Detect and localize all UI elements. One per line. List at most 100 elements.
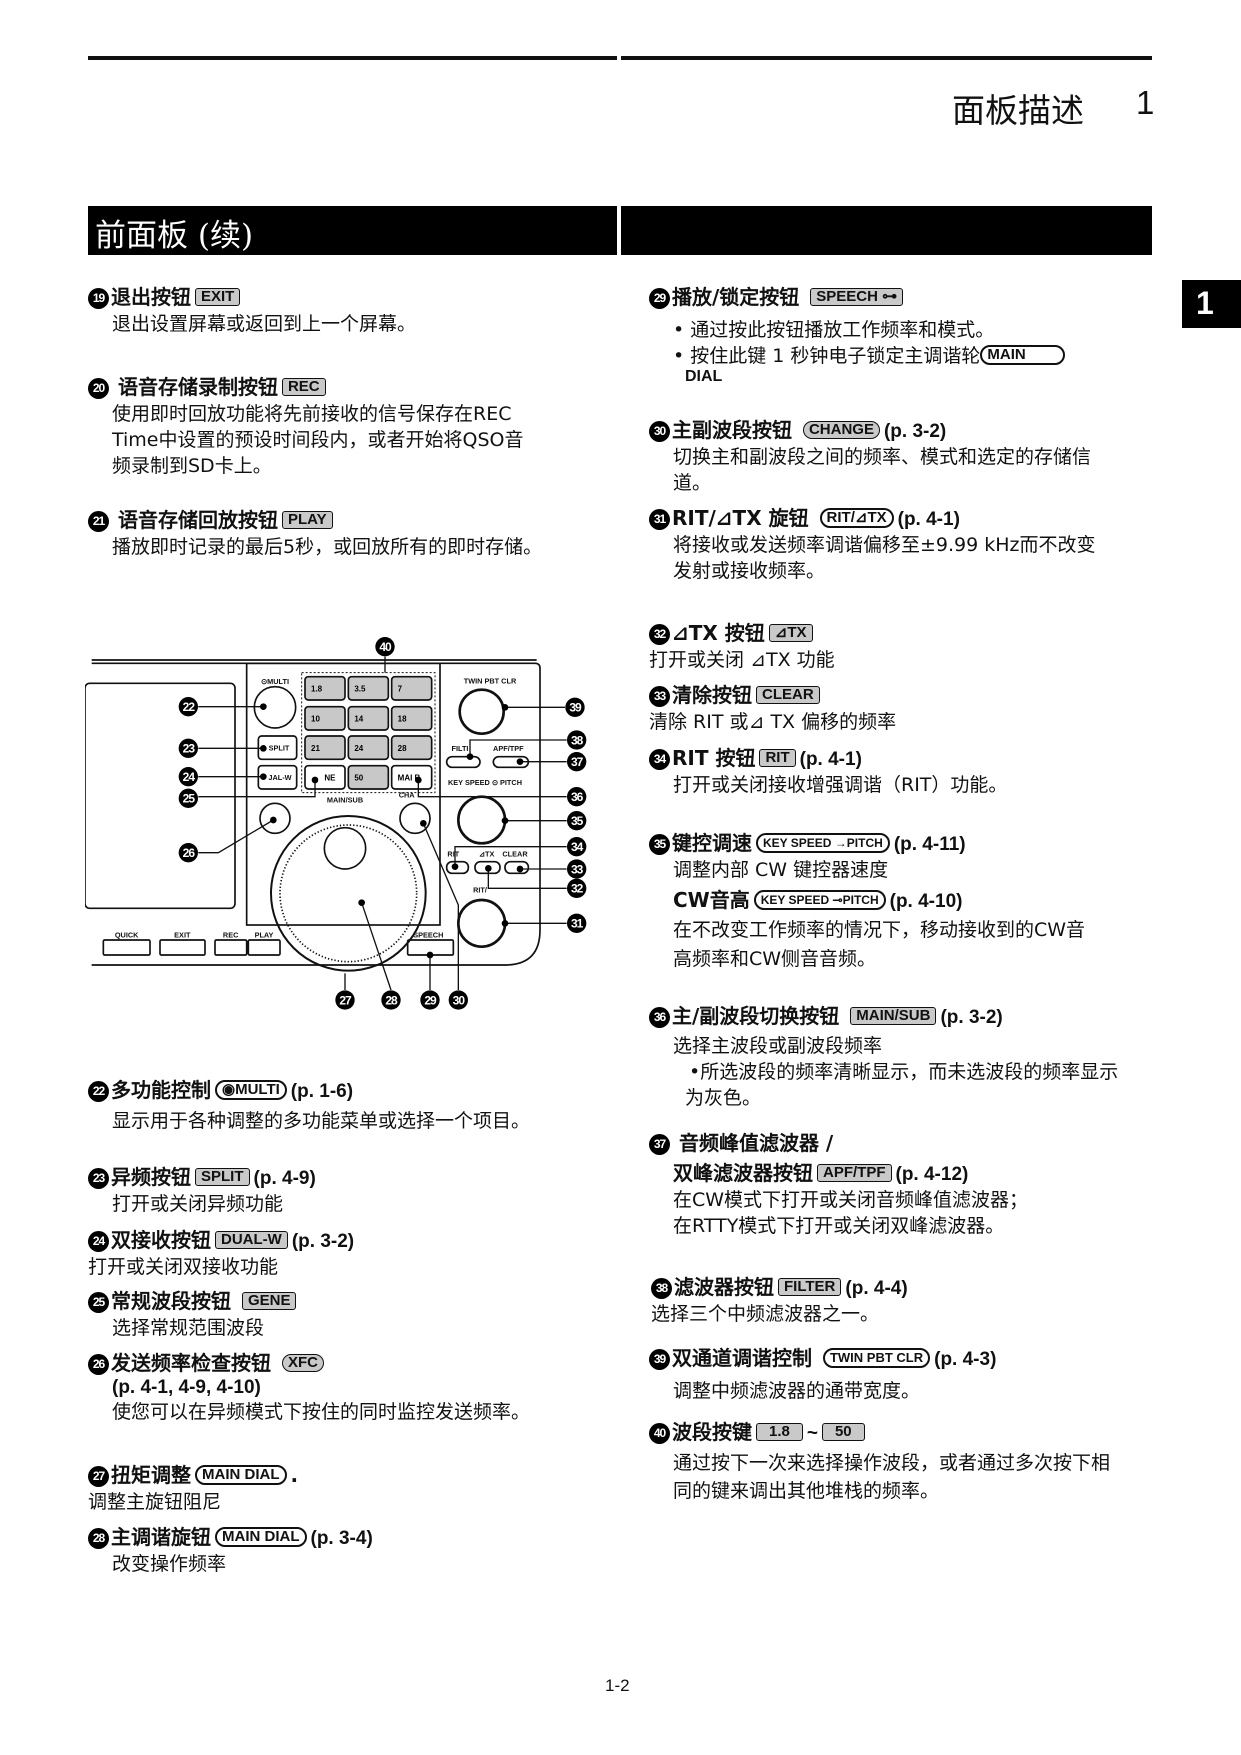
page-ref: (p. 4-12) [895,1164,969,1185]
chapter-tab[interactable]: 1 [1182,280,1241,328]
item-desc: 调整内部 CW 键控器速度 [673,859,889,881]
callout-23-circle [178,738,198,758]
label-rit-dtx: RIT/ [473,886,487,895]
item-title: 键控调速 [672,831,752,855]
top-rule-left [88,56,617,60]
band-key-label: 14 [354,715,363,724]
suffix: . [290,1463,299,1487]
number-badge: 32 [649,624,670,645]
number-badge: 40 [649,1423,670,1444]
item-title: 语音存储回放按钮 [117,508,278,532]
leader-dot [485,865,492,872]
band-key-shape [347,675,390,701]
split-key: SPLIT [195,1168,250,1186]
band-key: 18 [390,705,433,731]
leader-dot [415,776,422,784]
band-key-shape [390,675,433,701]
callout-34-number: 34 [571,840,584,854]
item-title: 主副波段按钮 [672,418,792,442]
chapter-number: 1 [1136,84,1155,121]
leader-line [454,846,567,867]
label-quick: QUICK [115,930,139,939]
band-key: 50 [347,764,390,790]
leader-dot [501,704,509,711]
callout-26-number: 26 [183,846,196,860]
bullet-text: •所选波段的频率清晰显示，而未选波段的频率显示 [689,1061,1119,1083]
callout-36-circle [567,787,587,807]
band-key: NE [304,764,346,790]
item-desc: 清除 RIT 或⊿ TX 偏移的频率 [649,711,897,733]
leader-dot [358,899,365,906]
band-key: MAI B [390,764,433,790]
callout-38-number: 38 [571,733,584,747]
item-title: 主调谐旋钮 [111,1525,211,1549]
leader-dot [426,951,434,959]
page-ref: (p. 3-2) [291,1231,355,1252]
label-multi: ⊙MULTI [261,677,289,686]
band-key-shape [347,705,390,731]
band-key: 14 [347,705,390,731]
band-key-label: 1.8 [311,685,323,694]
item-title: 异频按钮 [111,1165,191,1189]
bullet-item: • 通过按此按钮播放工作频率和模式。 [673,319,995,341]
pitch-key: KEY SPEED ⊸PITCH [753,890,886,910]
tilde: ~ [806,1423,818,1444]
xfc-key: XFC [281,1354,324,1372]
clear-key: CLEAR [756,686,820,704]
band-key-label: 7 [398,685,403,694]
number-badge: 39 [649,1349,670,1370]
callout-32-circle [567,878,587,898]
leader-dot [260,703,267,710]
page-ref: (p. 4-11) [893,834,966,855]
item-desc: 使用即时回放功能将先前接收的信号保存在REC [112,403,512,425]
label-speech: SPEECH [413,930,443,939]
item-desc: 使您可以在异频模式下按住的同时监控发送频率。 [112,1401,531,1423]
band-key-label: 28 [398,744,407,753]
number-badge: 33 [649,686,670,707]
callout-24-number: 24 [183,770,196,784]
callout-31-circle [567,913,587,933]
number-badge: 29 [649,288,670,309]
callout-30-number: 30 [453,993,466,1007]
key-continuation: DIAL [685,368,723,385]
item-desc: 显示用于各种调整的多功能菜单或选择一个项目。 [112,1110,531,1132]
callout-25-number: 25 [183,792,196,806]
rec-key: REC [281,378,326,396]
band-key: 7 [390,675,433,701]
page-ref: (p. 3-4) [310,1528,373,1549]
page-ref: (p. 4-1) [799,749,862,770]
multi-key: ◉MULTI [215,1080,287,1100]
number-badge: 36 [649,1007,670,1028]
dtx-button [474,860,501,875]
label-play: PLAY [255,930,274,939]
band-key-label: 50 [354,774,363,783]
band-key-label: 24 [354,744,363,753]
label-twin-pbt: TWIN PBT CLR [464,676,517,685]
label-main-sub: MAIN/SUB [327,796,363,805]
item-desc: 选择常规范围波段 [112,1317,265,1339]
item-desc: 通过按下一次来选择操作波段，或者通过多次按下相 [673,1452,1111,1474]
leader-dot [466,753,474,760]
quick-button [102,939,151,956]
band-key: 10 [304,705,346,731]
band-key-50: 50 [821,1423,865,1441]
item-desc: 切换主和副波段之间的频率、模式和选定的存储信 [673,446,1092,468]
callout-34-circle [567,837,587,857]
number-badge: 22 [88,1081,109,1102]
rit-button [445,860,470,875]
callout-24-circle [178,767,198,787]
callout-37-circle [567,752,587,772]
main-dial-key: MAIN DIAL [195,1465,287,1485]
callout-35-number: 35 [571,814,584,828]
band-key-label: MAI B [398,774,421,783]
twin-pbt-knob [458,688,505,735]
